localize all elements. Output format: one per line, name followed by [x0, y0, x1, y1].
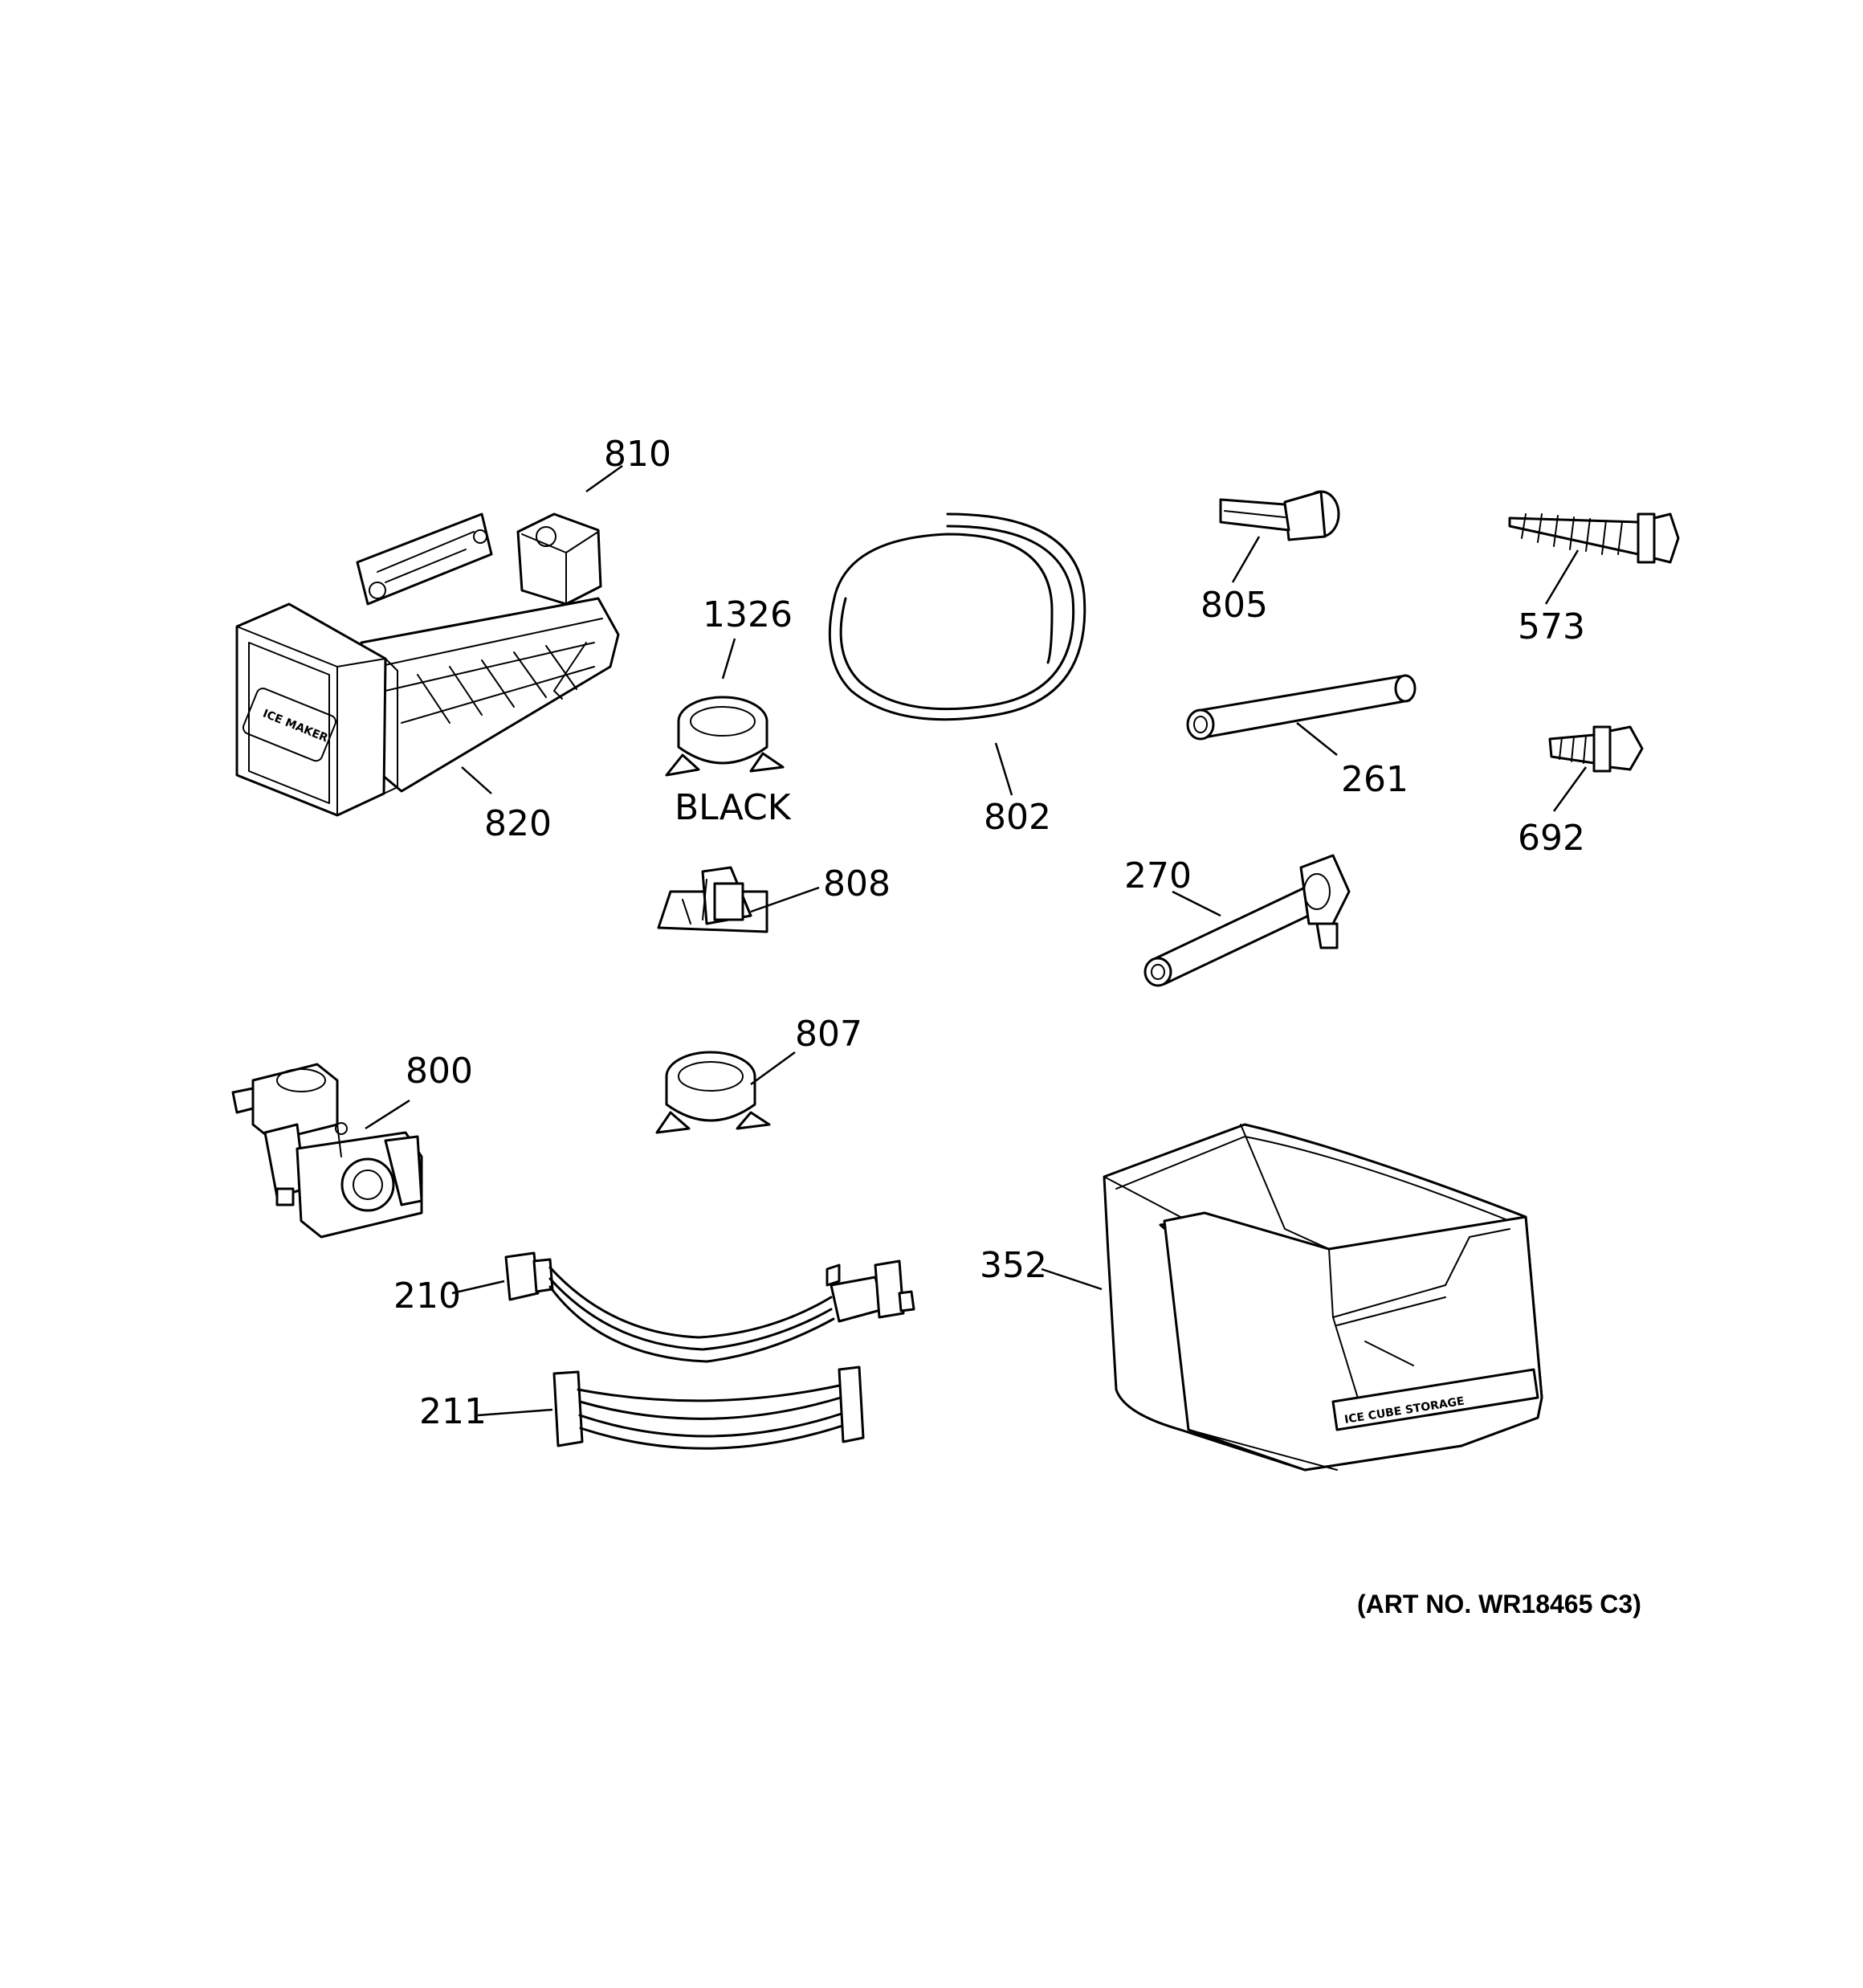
screw-573 [1508, 512, 1680, 564]
part-label-270: 270 [1124, 855, 1192, 896]
screw-692 [1548, 725, 1644, 773]
leader-805 [1231, 536, 1261, 583]
leader-573 [1544, 549, 1580, 605]
leader-352 [1041, 1268, 1103, 1291]
clip-808 [657, 866, 768, 933]
hose-clamp-807 [655, 1051, 771, 1134]
leader-807 [750, 1051, 796, 1086]
wire-harness-211 [552, 1365, 865, 1450]
part-label-black: BLACK [675, 787, 792, 828]
part-label-211: 211 [419, 1391, 487, 1432]
part-label-810: 810 [604, 434, 671, 475]
leader-261 [1296, 722, 1338, 756]
hose-clamp-black [665, 696, 785, 777]
part-label-1326: 1326 [703, 594, 793, 635]
leader-270 [1172, 890, 1221, 917]
part-label-352: 352 [980, 1245, 1047, 1286]
part-label-820: 820 [484, 803, 552, 844]
leader-810 [585, 464, 623, 493]
art-number: (ART NO. WR18465 C3) [1357, 1590, 1641, 1619]
leader-692 [1552, 766, 1588, 812]
wire-harness-210 [504, 1251, 915, 1363]
ice-cube-storage-bin: ICE CUBE STORAGE [1103, 1123, 1543, 1472]
ice-maker-assembly: ICE MAKER [235, 512, 620, 817]
leader-802 [994, 742, 1013, 796]
tube-261 [1186, 674, 1417, 741]
part-label-808: 808 [823, 863, 891, 904]
tube-clip [1219, 490, 1340, 541]
part-label-805: 805 [1201, 585, 1268, 626]
water-tube [828, 512, 1086, 721]
leader-808 [750, 886, 820, 913]
leader-211 [477, 1408, 553, 1417]
part-label-807: 807 [795, 1014, 862, 1055]
part-label-800: 800 [406, 1051, 473, 1092]
part-label-573: 573 [1518, 606, 1585, 647]
water-valve-800 [231, 1063, 423, 1239]
part-label-261: 261 [1341, 759, 1408, 800]
leader-1326 [721, 638, 736, 680]
part-label-802: 802 [984, 797, 1051, 838]
leader-820 [461, 766, 492, 794]
part-label-210: 210 [393, 1276, 461, 1316]
fill-tube-270 [1143, 854, 1351, 987]
part-label-692: 692 [1518, 818, 1585, 859]
leader-800 [365, 1099, 410, 1130]
leader-210 [451, 1280, 505, 1295]
